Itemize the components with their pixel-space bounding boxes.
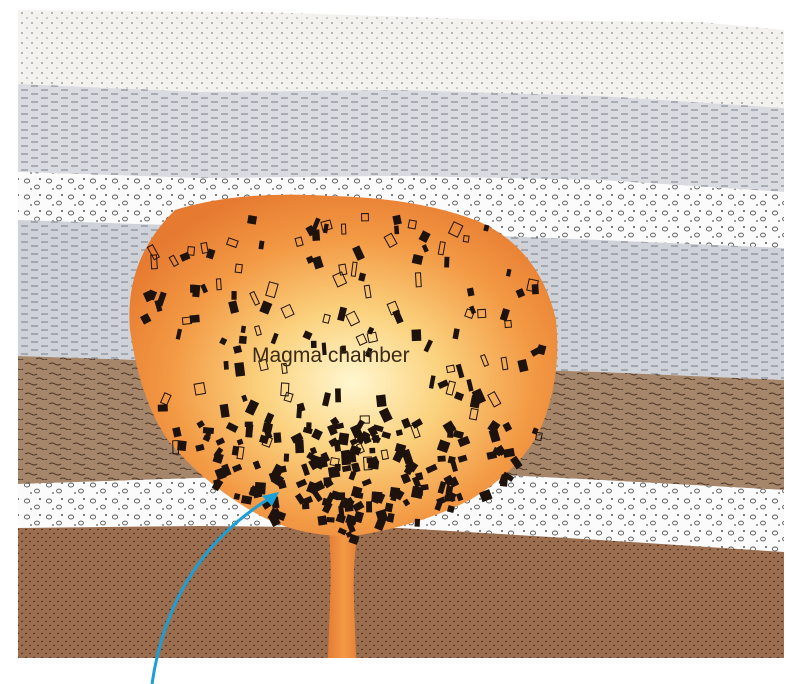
- settled-crystal: [369, 448, 375, 454]
- settled-crystal: [273, 432, 281, 443]
- settled-crystal: [336, 492, 345, 500]
- crystal: [376, 394, 387, 407]
- settled-crystal: [437, 456, 445, 462]
- settled-crystal: [284, 453, 289, 461]
- crystal: [411, 329, 421, 341]
- settled-crystal: [366, 501, 372, 512]
- settled-crystal: [367, 458, 374, 464]
- crystal: [247, 215, 257, 225]
- crystal: [192, 285, 200, 298]
- crystal: [312, 229, 320, 241]
- crystal: [224, 361, 229, 370]
- crystal: [532, 284, 539, 294]
- settled-crystal: [317, 515, 327, 525]
- settled-crystal: [415, 519, 420, 527]
- crystal: [239, 336, 247, 344]
- settled-crystal: [447, 427, 454, 438]
- crystal: [394, 226, 399, 235]
- settled-crystal: [177, 440, 187, 451]
- settled-crystal: [323, 477, 332, 486]
- settled-crystal: [335, 464, 341, 471]
- crystal: [158, 404, 168, 411]
- crystal: [231, 291, 236, 300]
- settled-crystal: [500, 478, 508, 487]
- settled-crystal: [326, 517, 334, 523]
- settled-crystal: [420, 484, 428, 490]
- settled-crystal: [245, 422, 253, 427]
- crystal: [335, 388, 341, 402]
- settled-crystal: [312, 484, 319, 494]
- crystal: [234, 362, 245, 377]
- crystal: [444, 257, 449, 268]
- chamber-label: Magma chamber: [252, 344, 410, 367]
